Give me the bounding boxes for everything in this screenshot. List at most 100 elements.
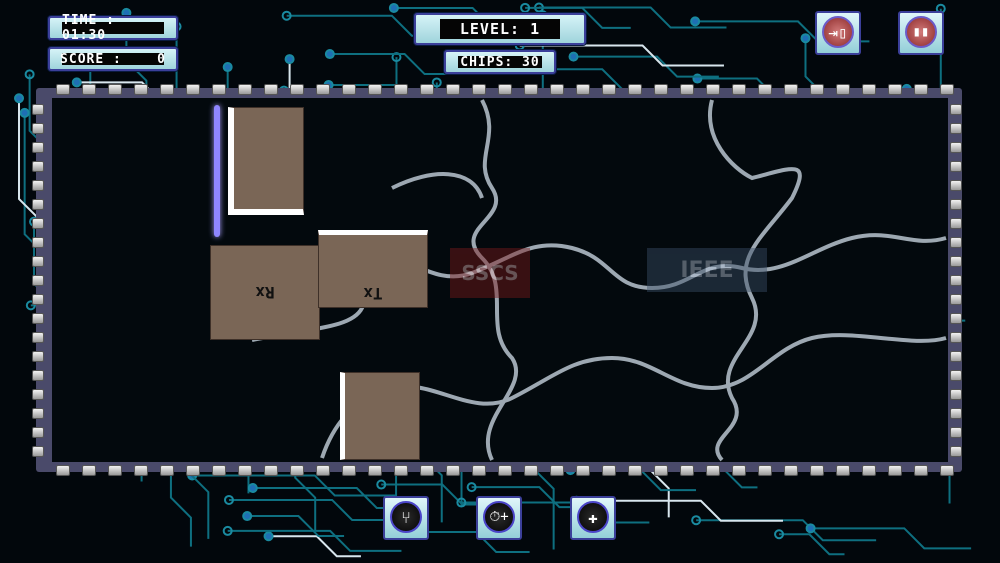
stopwatch-plus-icon: ⏱+: [489, 509, 509, 525]
circuit-trace: [409, 530, 530, 553]
border-chip: [238, 465, 252, 476]
circuit-trace: [525, 6, 631, 29]
border-chip: [32, 294, 44, 305]
border-chip: [32, 332, 44, 343]
border-chip: [290, 465, 304, 476]
border-chip: [420, 465, 434, 476]
time-display: TIME : 01:30: [62, 13, 164, 43]
sscs-watermark: SSCS: [450, 248, 530, 298]
border-chip: [950, 351, 962, 362]
time-panel: TIME : 01:30: [48, 13, 178, 43]
border-chip: [628, 84, 642, 95]
border-chip: [950, 237, 962, 248]
circuit-pad: [800, 33, 811, 44]
border-chip: [758, 465, 772, 476]
border-chip: [32, 123, 44, 134]
border-chip: [342, 465, 356, 476]
border-chip: [238, 84, 252, 95]
border-chip: [862, 465, 876, 476]
border-chip: [602, 84, 616, 95]
border-chip: [940, 465, 954, 476]
border-chip: [862, 84, 876, 95]
border-chip: [264, 465, 278, 476]
border-chip: [160, 465, 174, 476]
border-chip: [32, 161, 44, 172]
border-chip: [368, 465, 382, 476]
puzzle-piece-bottom[interactable]: [340, 372, 420, 460]
circuit-trace: [779, 533, 845, 556]
border-chip: [82, 84, 96, 95]
pause-button[interactable]: ▮▮: [898, 11, 944, 55]
puzzle-piece-rx[interactable]: Rx: [210, 245, 320, 340]
border-chip: [368, 84, 382, 95]
border-chip: [472, 465, 486, 476]
score-panel: SCORE : 0: [48, 47, 178, 71]
border-chip: [888, 84, 902, 95]
circuit-trace: [519, 44, 724, 67]
border-chip: [186, 84, 200, 95]
piece-tx-label: Tx: [363, 284, 383, 303]
border-chip: [32, 104, 44, 115]
border-chip: [108, 84, 122, 95]
border-chip: [264, 84, 278, 95]
circuit-pad: [774, 529, 785, 540]
border-chip: [950, 313, 962, 324]
border-chip: [940, 84, 954, 95]
border-chip: [950, 180, 962, 191]
chips-panel: CHIPS: 30: [444, 50, 556, 74]
puzzle-piece-corner[interactable]: [228, 107, 304, 215]
circuit-pad: [284, 54, 295, 65]
border-chip: [32, 408, 44, 419]
border-chip: [950, 427, 962, 438]
border-chip: [950, 446, 962, 457]
circuit-trace: [192, 474, 397, 497]
border-chip: [602, 465, 616, 476]
circuit-pad: [691, 515, 702, 526]
circuit-pad: [25, 300, 36, 311]
circuit-pad: [466, 482, 477, 493]
score-display: SCORE : 0: [60, 51, 166, 67]
border-chip: [524, 84, 538, 95]
border-chip: [212, 84, 226, 95]
border-chip: [316, 84, 330, 95]
circuit-pad: [520, 2, 531, 13]
puzzle-board: SSCS IEEE: [52, 98, 948, 462]
border-chip: [32, 370, 44, 381]
circuit-pad: [71, 77, 82, 88]
border-chip: [836, 84, 850, 95]
border-chip: [160, 84, 174, 95]
border-chip: [316, 465, 330, 476]
border-chip: [950, 142, 962, 153]
border-chip: [394, 465, 408, 476]
circuit-pad: [568, 51, 579, 62]
exit-button[interactable]: ⇥▯: [815, 11, 861, 55]
circuit-pad: [805, 523, 816, 534]
ieee-watermark: IEEE: [647, 248, 767, 292]
border-chip: [654, 84, 668, 95]
border-chip: [472, 84, 486, 95]
puzzle-button[interactable]: ✚: [570, 496, 616, 540]
puzzle-piece-tx[interactable]: Tx: [318, 230, 428, 308]
border-chip: [950, 161, 962, 172]
border-chip: [446, 84, 460, 95]
border-chip: [32, 237, 44, 248]
border-chip: [706, 465, 720, 476]
circuit-trace: [329, 53, 462, 76]
hint-button[interactable]: ⑂: [383, 496, 429, 540]
piece-rx-label: Rx: [255, 283, 275, 302]
circuit-trace: [247, 515, 345, 538]
circuit-trace: [576, 499, 783, 522]
border-chip: [706, 84, 720, 95]
circuit-pad: [222, 62, 233, 73]
level-panel: LEVEL: 1: [414, 13, 586, 45]
border-chip: [758, 84, 772, 95]
border-chip: [498, 84, 512, 95]
border-chip: [32, 180, 44, 191]
border-chip: [784, 84, 798, 95]
circuit-trace: [696, 519, 877, 542]
border-chip: [550, 465, 564, 476]
add-time-button[interactable]: ⏱+: [476, 496, 522, 540]
border-chip: [524, 465, 538, 476]
border-chip: [32, 199, 44, 210]
border-chip: [950, 332, 962, 343]
